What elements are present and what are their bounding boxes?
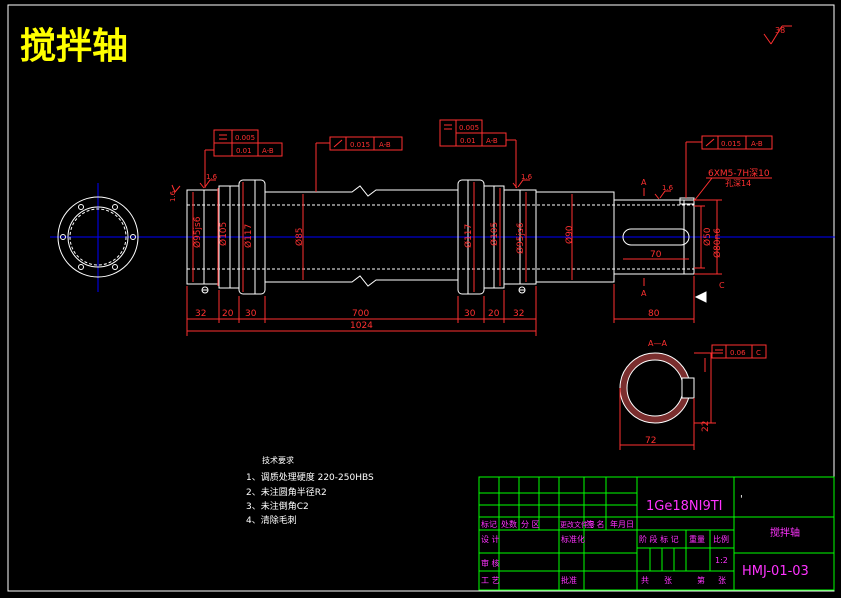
diameter-d1: Ø95js6 [192,216,203,248]
tol-mid-datum: A-B [379,141,391,149]
shaft-grooves [203,180,685,294]
threaded-hole [679,197,695,205]
datum-c-symbol [694,291,707,303]
end-view-flange [57,196,139,278]
diameter-lines [192,182,718,292]
tol-left-datum: A-B [262,147,274,155]
roughness-marks [171,179,671,200]
section-mark-bottom: A [641,289,647,298]
tb-sheet-0: 共 [641,576,649,585]
section-mark-top: A [641,178,647,187]
diameter-d2: Ø105 [218,222,229,246]
section-height: 22 [701,421,711,432]
tb-stage-2: 比例 [713,534,729,544]
tb-quote: ' [740,494,743,505]
note-item-4: 4、清除毛刺 [246,514,297,526]
tol-right-runout: 0.01 [460,137,476,145]
section-view-ring [619,352,695,424]
section-view-label: A—A [648,339,667,348]
length-l4: 700 [352,309,369,319]
tb-stage-0: 阶 段 标 记 [639,534,679,544]
roughness-r4: 1.6 [169,190,177,202]
diameter-d8: Ø90 [564,225,575,244]
length-l2: 20 [222,309,234,319]
tb-material: 1Ge18NI9TI [646,499,723,514]
diameter-d5: Ø117 [463,224,474,248]
length-l3: 30 [245,309,257,319]
length-dimension-lines [186,276,695,336]
section-width: 72 [645,436,656,446]
drawing-title: 搅拌轴 [20,26,128,67]
tol-section-value: 0.06 [730,349,746,357]
tb-check: 审 核 [481,558,500,568]
end-view-bolt-holes [60,204,136,270]
tb-header-2: 分 区 [521,520,540,529]
tol-left-flatness: 0.005 [235,134,255,142]
tb-drawing-no: HMJ-01-03 [742,564,809,579]
diameter-d10: Ø80n6 [712,228,723,258]
note-item-3: 3、未注倒角C2 [246,500,309,512]
thread-note-depth: 孔深14 [725,179,751,188]
diameter-d6: Ø105 [489,222,500,246]
roughness-r1: 1.6 [206,173,218,181]
length-l1: 32 [195,309,206,319]
tolerance-frame-mid [315,136,403,192]
diameter-d4: Ø85 [294,227,305,246]
title-block-grid [478,476,835,591]
length-l5: 30 [464,309,476,319]
length-l8: 80 [648,309,660,319]
tb-header-0: 标记 [481,519,497,529]
corner-roughness-symbol [763,25,792,45]
tolerance-frame-right [439,119,517,188]
tb-design: 设 计 [481,534,500,544]
tol-section-datum: C [756,349,761,357]
roughness-r3: 1.6 [662,184,674,192]
thread-note: 6XM5-7H深10 [708,168,770,179]
tb-sheet-3: 张 [718,576,726,585]
key-length: 70 [650,250,662,260]
roughness-r2: 1.6 [521,173,533,181]
tb-process: 工 艺 [481,576,500,585]
tb-approve: 批准 [561,575,577,585]
shaft-hidden-lines [187,204,694,270]
tb-scale: 1:2 [715,556,728,565]
drawing-border [7,4,835,592]
tb-header-4: 签 名 [586,519,605,529]
diameter-d9: Ø50 [702,227,713,246]
tolerance-frame-left [204,129,283,188]
tolerance-frame-section [711,344,767,359]
tb-sheet-2: 第 [697,575,705,585]
tol-left-runout: 0.01 [236,147,252,155]
datum-c-letter: C [719,281,725,290]
tb-header-3: 更改文件号 [560,520,595,529]
tol-right-datum: A-B [486,137,498,145]
note-item-1: 1、调质处理硬度 220-250HBS [246,471,374,483]
diameter-extension [694,199,722,275]
diameter-d7: Ø95js6 [515,222,526,254]
tb-sheet-1: 张 [664,576,672,585]
notes-heading: 技术要求 [262,455,294,465]
diameter-d3: Ø117 [243,224,254,248]
tol-right-flatness: 0.005 [459,124,479,132]
corner-roughness-value: 38 [775,26,785,35]
tolerance-frame-far-right [685,135,773,198]
note-item-2: 2、未注圆角半径R2 [246,486,327,498]
tb-header-5: 年月日 [610,519,634,529]
length-l6: 20 [488,309,500,319]
tb-standard: 标准化 [561,534,585,544]
datum-symbols [201,286,526,294]
tol-far-right-value: 0.015 [721,140,741,148]
section-view-dims [619,352,716,450]
tol-far-right-datum: A-B [751,140,763,148]
tol-mid-value: 0.015 [350,141,370,149]
length-l7: 32 [513,309,524,319]
tb-stage-1: 重量 [689,534,705,544]
length-total: 1024 [350,321,373,331]
tb-header-1: 处数 [501,519,517,529]
thread-leader [693,177,713,202]
tb-part-name: 搅拌轴 [770,526,800,539]
